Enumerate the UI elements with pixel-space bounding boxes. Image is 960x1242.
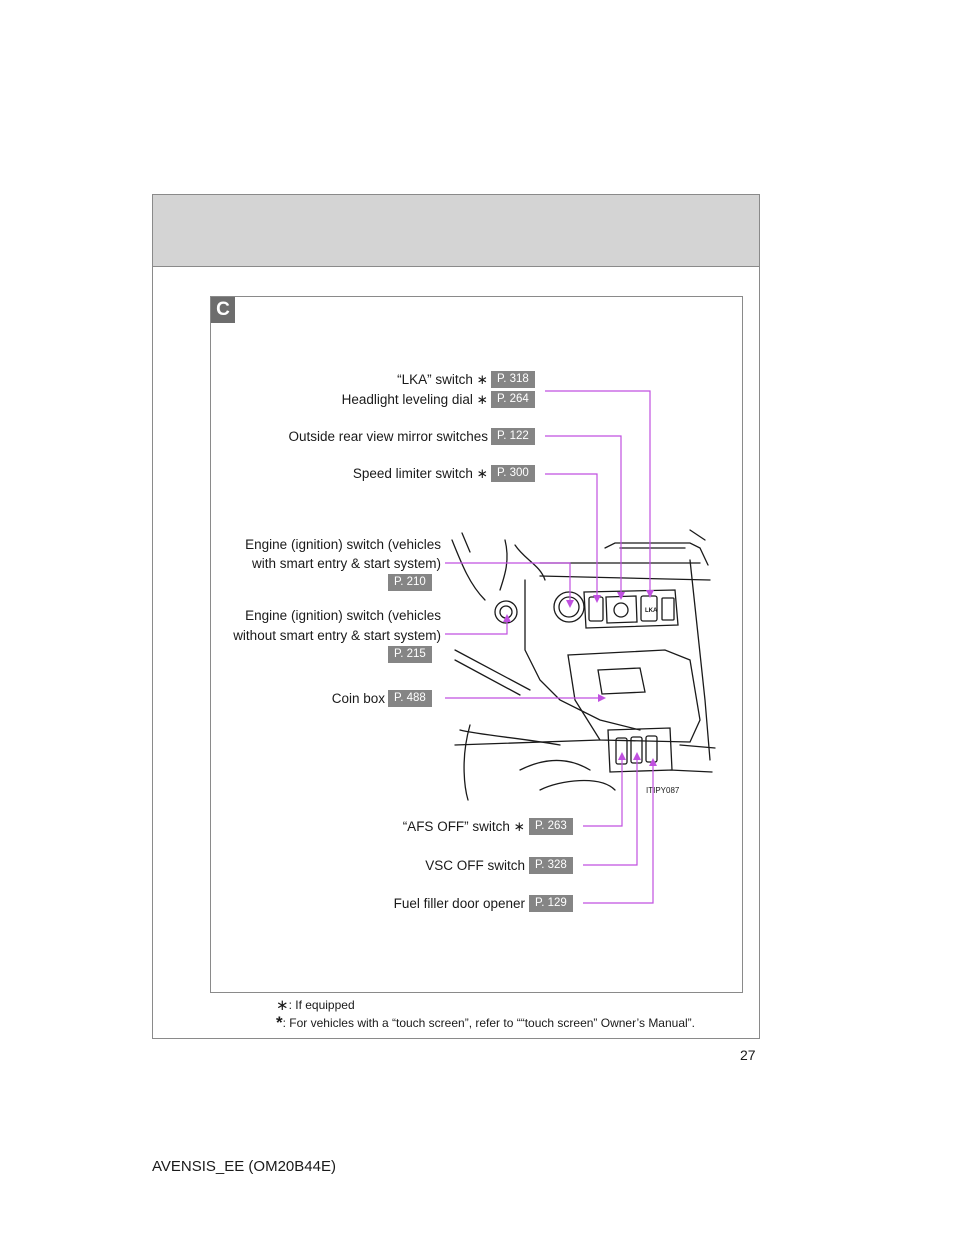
label-engine-nosmart-line2: without smart entry & start system) [233,628,441,643]
leader-speed [545,473,598,595]
document-code: AVENSIS_EE (OM20B44E) [152,1158,336,1175]
label-headlight: Headlight leveling dial ∗ [341,392,488,407]
leader-lines [445,390,654,904]
label-engine-smart-line1: Engine (ignition) switch (vehicles [245,537,441,552]
page-number: 27 [740,1047,756,1063]
page-badge-engine-smart[interactable]: P. 210 [388,574,432,591]
leader-vsc [583,760,638,866]
label-fuel-filler: Fuel filler door opener [393,896,525,911]
asterisk-icon: ∗ [276,997,289,1014]
page-badge-headlight[interactable]: P. 264 [491,391,535,408]
label-afs-off: “AFS OFF” switch ∗ [402,819,525,834]
label-vsc-off: VSC OFF switch [425,858,525,873]
label-coin-box: Coin box [331,691,385,706]
header-band [153,195,759,267]
footnote-touch-screen: *: For vehicles with a “touch screen”, r… [276,1013,695,1033]
figure-code: ITIPY087 [646,786,680,795]
page-badge-lka[interactable]: P. 318 [491,371,535,388]
asterisk-bold-icon: * [276,1013,283,1032]
page-badge-speed-limiter[interactable]: P. 300 [491,465,535,482]
column-line [451,539,486,601]
leader-afs [583,760,623,827]
section-tag: C [211,297,235,323]
label-speed-limiter: Speed limiter switch ∗ [352,466,488,481]
page-badge-afs-off[interactable]: P. 263 [529,818,573,835]
lka-button-text: LKA [645,608,658,614]
leader-fuel [583,766,654,904]
label-lka: “LKA” switch ∗ [397,372,488,387]
page-badge-fuel-filler[interactable]: P. 129 [529,895,573,912]
leader-lka [545,390,651,590]
page-badge-vsc-off[interactable]: P. 328 [529,857,573,874]
footnote-if-equipped: ∗: If equipped [276,996,355,1014]
footnote-if-equipped-text: : If equipped [288,998,355,1012]
page-badge-coin-box[interactable]: P. 488 [388,690,432,707]
leader-mirror [545,435,622,592]
label-engine-nosmart-line1: Engine (ignition) switch (vehicles [245,608,441,623]
page-frame [152,194,760,1039]
page-badge-engine-nosmart[interactable]: P. 215 [388,646,432,663]
label-mirror: Outside rear view mirror switches [288,429,488,444]
illustration-panel [210,296,743,993]
label-engine-smart-line2: with smart entry & start system) [251,556,441,571]
leader-engine-smart [445,562,571,600]
footnote-touch-screen-text: : For vehicles with a “touch screen”, re… [282,1016,696,1030]
leader-engine-nosmart [445,622,508,635]
page-badge-mirror[interactable]: P. 122 [491,428,535,445]
